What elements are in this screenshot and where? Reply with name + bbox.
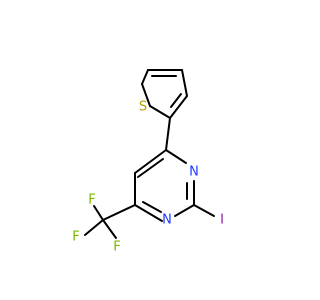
- bond-c6-n1-inner: [142, 201, 162, 213]
- bond-cf3-f1: [93, 205, 104, 221]
- atom-label-f3: F: [113, 240, 120, 255]
- bond-c5-s: [141, 69, 149, 85]
- bond-n1-c2: [174, 204, 195, 217]
- atom-label-n1: N: [189, 165, 199, 180]
- atom-label-s1: S: [139, 100, 147, 115]
- bond-thiophene-pyrimidine: [165, 117, 171, 151]
- bond-s-c5: [141, 83, 151, 107]
- pyrimidine-ring: [134, 149, 195, 222]
- molecule-structure: S N N I F F F: [0, 0, 300, 300]
- bond-c2-c3-inner: [170, 93, 182, 108]
- bond-c6-n1: [134, 204, 163, 222]
- bond-cf3-f3: [102, 219, 117, 239]
- trifluoromethyl-group: [84, 204, 136, 239]
- bond-c6-cf3: [102, 204, 136, 221]
- atom-label-f1: F: [88, 193, 95, 208]
- atom-label-i1: I: [220, 213, 224, 228]
- bond-s-c2: [149, 105, 171, 119]
- atom-label-f2: F: [72, 230, 79, 245]
- bond-c4-c5-pyr: [134, 149, 167, 174]
- atom-label-n2: N: [162, 213, 172, 228]
- bond-n3-c4: [165, 149, 187, 164]
- thiophene-ring: [141, 69, 188, 119]
- bond-c2-c3: [169, 95, 188, 119]
- bond-cf3-f2: [84, 219, 104, 236]
- background: [0, 0, 300, 300]
- bond-c3-c4: [181, 69, 188, 97]
- bond-c2-iodine: [193, 204, 215, 217]
- bond-c4-c5-pyr-inner: [137, 158, 164, 178]
